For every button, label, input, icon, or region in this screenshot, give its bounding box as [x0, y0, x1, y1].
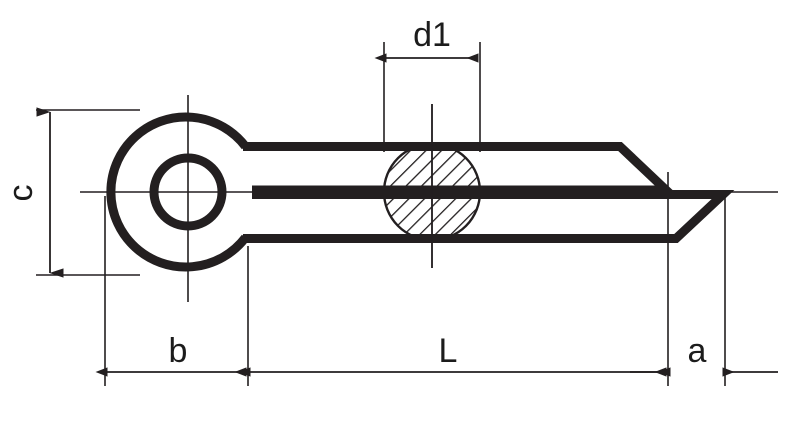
dimension-d1: d1: [374, 16, 479, 63]
dimension-label-c: c: [2, 185, 40, 202]
wire-section-view: [380, 104, 486, 268]
dimension-L: L: [238, 332, 667, 377]
eye-inner-hole: [149, 153, 227, 231]
dimension-label-b: b: [169, 332, 188, 370]
eye-outer-loop: [106, 112, 250, 272]
lower-leg: [243, 190, 735, 243]
dimension-label-L: L: [439, 332, 458, 370]
dimension-b: b: [95, 332, 247, 377]
dimension-c: c: [2, 107, 64, 278]
dimension-label-a: a: [688, 332, 707, 370]
dimension-a: a: [630, 332, 778, 377]
dimension-label-d1: d1: [413, 16, 451, 54]
cotter-pin-body: [106, 112, 735, 272]
